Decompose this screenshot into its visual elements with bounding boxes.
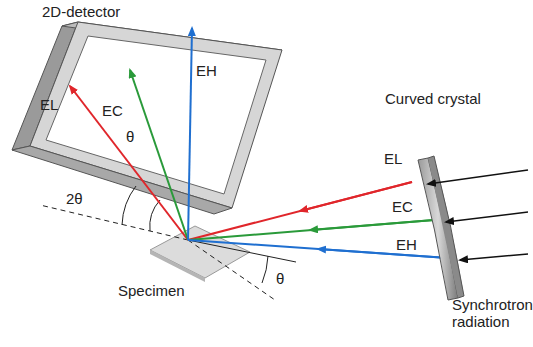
angle-label: 2θ [66, 190, 83, 207]
energy-label: EL [40, 96, 58, 113]
energy-label: EC [102, 102, 123, 119]
diffracted-low [70, 86, 188, 240]
beam-center-head [310, 220, 434, 230]
specimen-edge [150, 250, 205, 282]
theta-arc [262, 256, 268, 283]
theta-arc [150, 200, 160, 231]
diffracted-high [188, 28, 192, 240]
synchrotron-ray [446, 212, 528, 222]
energy-label: EC [392, 198, 413, 215]
angle-label: θ [126, 128, 134, 145]
curved-crystal-side [428, 156, 464, 298]
energy-label: EL [384, 150, 402, 167]
detector-label: 2D-detector [42, 3, 120, 20]
source-label: Synchrotron radiation [452, 296, 528, 331]
synchrotron-ray [460, 254, 528, 260]
synchrotron-ray [428, 170, 528, 184]
energy-label: EH [196, 62, 217, 79]
beam-high-head [318, 249, 448, 258]
specimen-label: Specimen [118, 282, 185, 299]
diffracted-center [130, 70, 188, 240]
energy-label: EH [396, 236, 417, 253]
two-theta-arc [122, 186, 136, 225]
angle-label: θ [276, 270, 284, 287]
specimen-plate [150, 226, 250, 278]
crystal-label: Curved crystal [385, 90, 481, 107]
